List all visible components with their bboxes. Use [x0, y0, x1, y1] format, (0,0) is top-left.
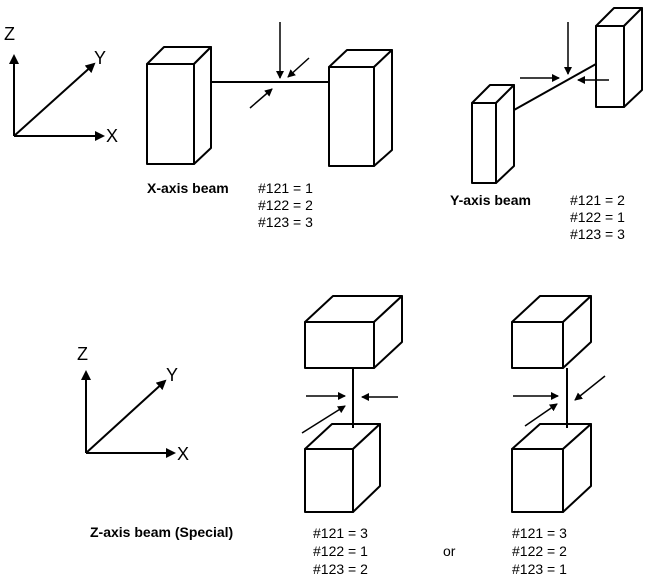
z-beam-b-param-123: #123 = 1 — [512, 561, 567, 577]
x-beam-param-122: #122 = 2 — [258, 197, 313, 213]
y-beam-title: Y-axis beam — [450, 192, 531, 208]
z-beam-a-param-121: #121 = 3 — [313, 525, 368, 541]
front-block-side — [495, 84, 515, 184]
load-arrow-diagonal-lower — [249, 88, 273, 109]
back-block-side — [623, 7, 643, 108]
front-block-front — [471, 102, 497, 184]
z-beam-option-a-drawing — [301, 295, 403, 513]
left-block-front — [146, 63, 195, 165]
z-beam-title: Z-axis beam (Special) — [90, 524, 233, 540]
left-block-side — [193, 46, 212, 165]
z-beam-a-param-122: #122 = 1 — [313, 543, 368, 559]
lower-block-front — [304, 448, 354, 513]
load-arrow-diagonal — [301, 405, 346, 434]
axis-triad-bottom: Z Y X — [77, 344, 189, 464]
x-beam-param-121: #121 = 1 — [258, 180, 313, 196]
y-beam-drawing — [471, 7, 643, 184]
z-beam-b-param-122: #122 = 2 — [512, 543, 567, 559]
y-beam-param-123: #123 = 3 — [570, 226, 625, 242]
z-beam-option-b-drawing — [511, 295, 606, 513]
back-block-front — [595, 25, 625, 108]
y-beam-param-122: #122 = 1 — [570, 209, 625, 225]
lower-block-front — [511, 448, 564, 513]
y-beam-line — [513, 63, 597, 111]
right-block-side — [373, 49, 393, 167]
right-block-front — [328, 66, 375, 167]
y-axis-arrow — [13, 62, 96, 137]
x-beam-drawing — [146, 22, 393, 167]
y-axis-label: Y — [94, 48, 106, 68]
x-beam-title: X-axis beam — [147, 180, 229, 196]
y-beam-param-121: #121 = 2 — [570, 192, 625, 208]
z-axis-label: Z — [77, 344, 88, 364]
y-axis-arrow — [85, 379, 167, 454]
upper-block-front — [511, 321, 564, 369]
axis-triad-top: Z Y X — [4, 24, 118, 146]
load-arrow-diagonal-upper — [574, 375, 606, 401]
x-axis-label: X — [106, 126, 118, 146]
upper-block-front — [304, 321, 375, 369]
y-axis-label: Y — [166, 365, 178, 385]
load-arrow-diagonal-upper — [287, 57, 310, 78]
x-axis-label: X — [177, 444, 189, 464]
z-beam-b-param-121: #121 = 3 — [512, 525, 567, 541]
z-beam-a-param-123: #123 = 2 — [313, 561, 368, 577]
or-label: or — [443, 543, 456, 559]
z-axis-label: Z — [4, 24, 15, 44]
load-arrow-diagonal-lower — [524, 403, 558, 427]
x-beam-param-123: #123 = 3 — [258, 214, 313, 230]
